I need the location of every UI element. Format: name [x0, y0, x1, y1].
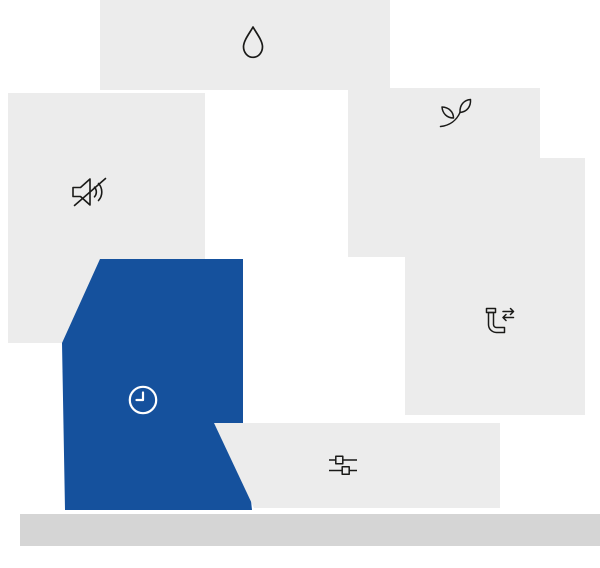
tile-water-inlet[interactable]: [405, 158, 585, 415]
water-drop-icon: [242, 26, 264, 59]
speaker-muted-icon: [72, 177, 107, 207]
sliders-icon: [329, 455, 357, 475]
tile-water[interactable]: [100, 0, 390, 90]
water-inlet-arrows-icon: [485, 307, 515, 334]
bottom-bar: [20, 514, 600, 546]
clock-icon: [128, 385, 158, 415]
tile-options[interactable]: [214, 423, 500, 508]
eco-leaves-icon: [439, 98, 472, 128]
tile-time-selected[interactable]: [62, 259, 252, 510]
